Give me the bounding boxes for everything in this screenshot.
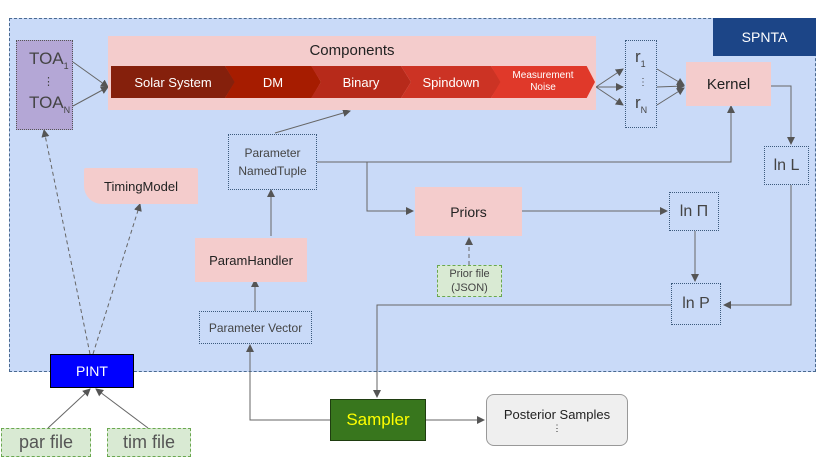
posterior-dots: ⋮ (552, 423, 562, 433)
residual-first: r1 (635, 47, 646, 69)
segment-binary: Binary (311, 66, 411, 98)
segment-solar-system-label: Solar System (134, 74, 212, 90)
spnta-label-text: SPNTA (741, 29, 788, 45)
kernel-box: Kernel (686, 62, 771, 106)
lnpi-label: ln Π (679, 202, 709, 220)
segment-spindown-label: Spindown (422, 74, 480, 90)
tim-file-label: tim file (122, 432, 175, 452)
sampler-box: Sampler (330, 399, 426, 441)
pint-box: PINT (50, 354, 134, 388)
segment-dm-label: DM (262, 74, 284, 90)
timingmodel-label: TimingModel (104, 178, 178, 194)
segment-noise-label: Noise (530, 82, 556, 93)
arrow-lnl-lnp (723, 185, 792, 309)
arrow-pint-timingmodel (92, 203, 142, 355)
toa-last-label: TOA (29, 93, 64, 112)
prior-file-line1: Prior file (449, 268, 490, 280)
arrow-sampler-vector (246, 344, 330, 421)
arrow-rn-kernel (656, 87, 685, 106)
param-vector-box: Parameter Vector (199, 311, 312, 344)
residual-first-sub: 1 (640, 59, 646, 69)
arrow-rdots-kernel (656, 82, 685, 91)
arrow-timfile-pint (95, 388, 149, 429)
tim-file-box: tim file (107, 428, 191, 457)
param-tuple-line2: NamedTuple (238, 164, 307, 178)
segment-binary-label: Binary (342, 74, 380, 90)
arrow-tuple-priors (366, 162, 414, 215)
residual-last: rN (635, 93, 648, 115)
paramhandler-box: ParamHandler (195, 238, 307, 282)
arrow-toan-components (72, 86, 109, 107)
posterior-box: Posterior Samples ⋮ (486, 394, 628, 446)
prior-file-line2: (JSON) (451, 282, 488, 294)
lnp-label: ln P (682, 295, 710, 312)
priors-label: Priors (450, 203, 487, 220)
par-file-box: par file (1, 428, 91, 457)
segment-dm: DM (225, 66, 321, 98)
arrow-r1-kernel (656, 68, 685, 86)
components-chevron: Solar System DM Binary Spindown Measurem… (111, 66, 595, 98)
components-title: Components (309, 42, 395, 59)
toa-first-label: TOA (29, 49, 64, 68)
prior-file-box: Prior file (JSON) (437, 265, 502, 297)
toa-last: TOAN (29, 93, 71, 115)
arrow-kernel-lnl (771, 85, 795, 145)
toa-first: TOA1 (29, 49, 69, 71)
residual-last-label: r (635, 93, 641, 112)
posterior-label: Posterior Samples (503, 407, 611, 422)
segment-spindown: Spindown (401, 66, 501, 98)
residual-first-label: r (635, 47, 641, 66)
arrow-tuple-kernel (317, 105, 735, 163)
toa-last-sub: N (63, 105, 71, 115)
timingmodel-box: TimingModel (84, 168, 198, 204)
sampler-label: Sampler (346, 410, 410, 429)
lnl-box: ln L (764, 146, 809, 185)
residuals-box: r1 ⋮ rN (625, 40, 657, 128)
arrow-components-rn (595, 86, 624, 106)
param-tuple-line1: Parameter (244, 146, 301, 160)
segment-solar-system: Solar System (111, 66, 235, 98)
lnl-label: ln L (773, 156, 800, 174)
paramhandler-label: ParamHandler (209, 252, 293, 268)
arrow-parfile-pint (47, 388, 91, 429)
components-box: Components Solar System DM Binary Spindo… (108, 36, 596, 110)
toa-dots: ⋮ (43, 76, 54, 88)
param-vector-label: Parameter Vector (208, 320, 303, 335)
arrow-components-r1 (595, 68, 624, 88)
lnpi-box: ln Π (669, 192, 719, 231)
segment-measurement-label: Measurement (512, 70, 574, 81)
param-tuple-box: Parameter NamedTuple (228, 134, 317, 190)
pint-label: PINT (76, 363, 108, 379)
arrow-lnp-sampler (373, 304, 671, 398)
arrow-toa1-components (72, 61, 109, 88)
residual-last-sub: N (640, 105, 648, 115)
toa-box: TOA1 ⋮ TOAN (16, 40, 73, 130)
arrow-tuple-components (274, 109, 351, 134)
arrow-pint-toa (41, 129, 91, 355)
priors-box: Priors (415, 187, 522, 236)
lnp-box: ln P (671, 283, 721, 325)
toa-first-sub: 1 (63, 61, 69, 71)
kernel-label: Kernel (706, 75, 751, 93)
segment-measurement-noise: Measurement Noise (491, 66, 595, 98)
spnta-label: SPNTA (713, 18, 816, 56)
par-file-label: par file (18, 432, 74, 452)
residual-dots: ⋮ (638, 77, 648, 88)
